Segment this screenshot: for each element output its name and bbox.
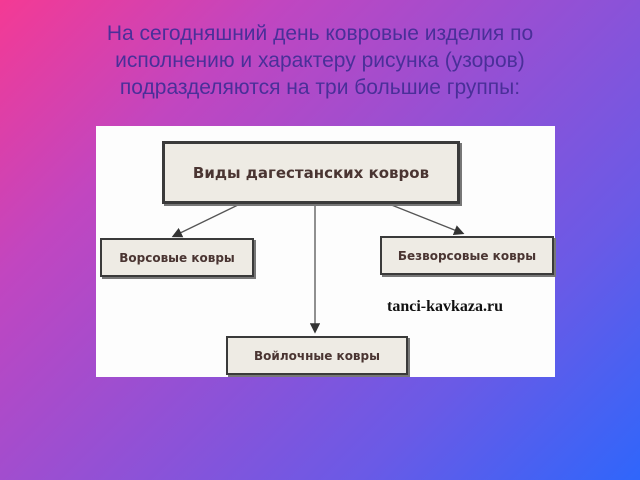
arrow-right [388,203,465,235]
connector-arrows [171,203,465,334]
slide-title: На сегодняшний день ковровые изделия по … [20,20,620,101]
root-node: Виды дагестанских ковров [162,141,460,204]
node-label: Ворсовые ковры [119,250,235,265]
node-label: Безворсовые ковры [397,248,537,263]
watermark: tanci-kavkaza.ru [387,298,503,315]
node-pile-carpets: Ворсовые ковры [100,238,254,277]
node-label: Войлочные ковры [254,348,380,363]
title-line-2: исполнению и характеру рисунка (узоров) [115,49,525,72]
arrow-left [171,203,241,238]
root-node-label: Виды дагестанских ковров [192,163,430,182]
node-felt-carpets: Войлочные ковры [226,336,408,375]
title-line-3: подразделяются на три большие группы: [119,76,521,99]
diagram-image: Виды дагестанских ковров Ворсовые ковры … [96,126,555,377]
title-line-1: На сегодняшний день ковровые изделия по [106,22,534,45]
node-pileless-carpets: Безворсовые ковры [380,236,554,275]
